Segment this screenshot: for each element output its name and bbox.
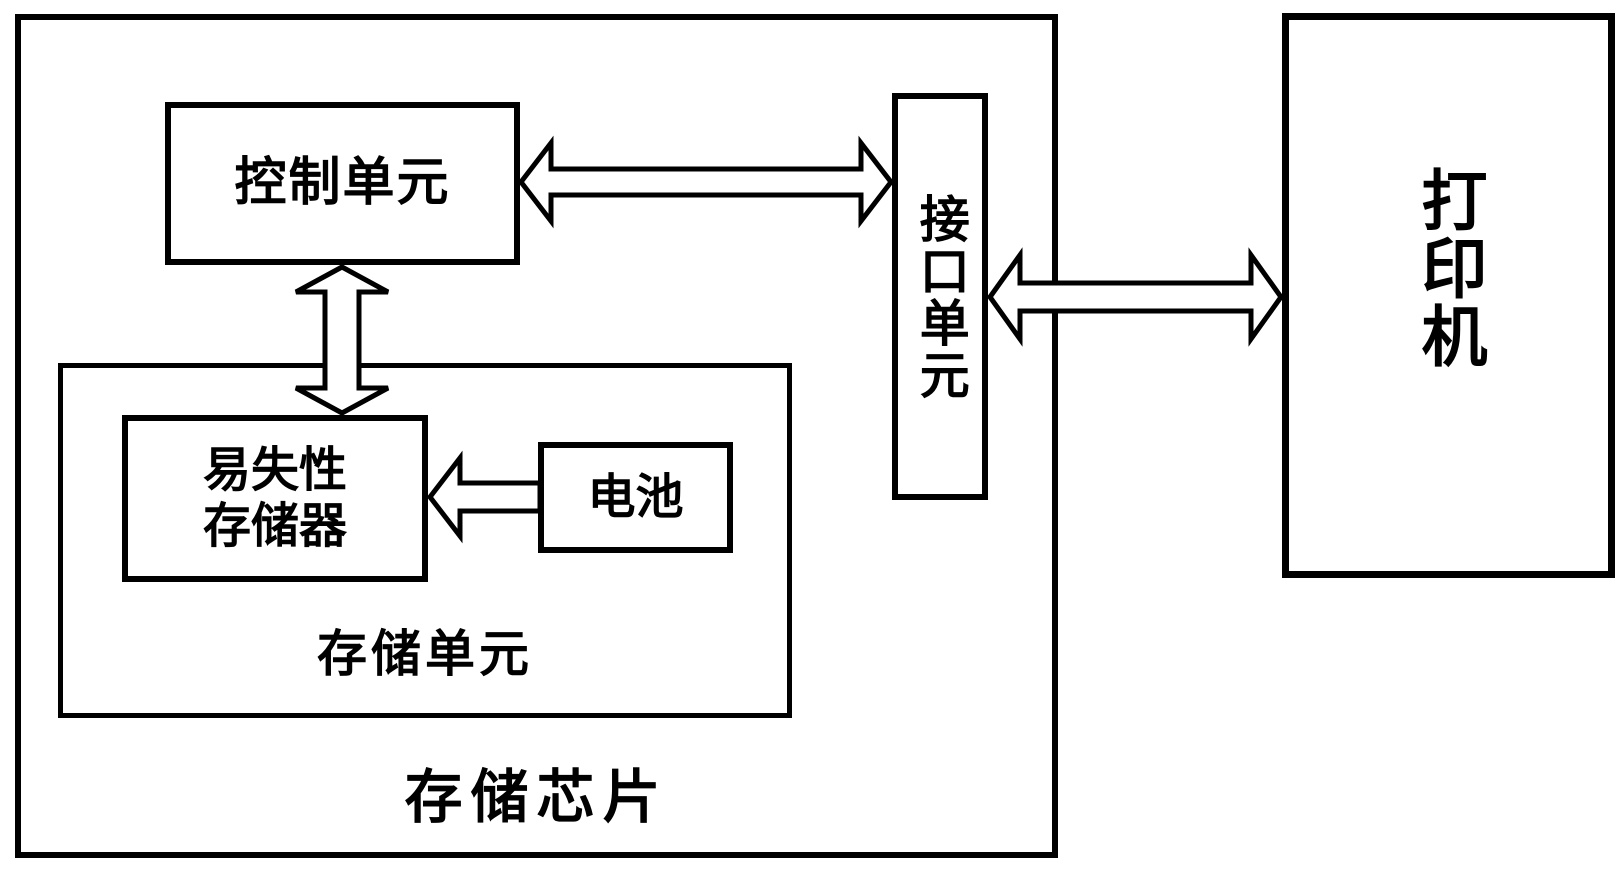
memory-chip-label: 存储芯片 (404, 765, 669, 831)
interface-unit-box: 接口单元 (892, 93, 988, 500)
volatile-memory-label-line2: 存储器 (202, 499, 347, 553)
printer-label: 打印机 (1412, 166, 1487, 370)
volatile-memory-box: 易失性 存储器 (122, 415, 428, 582)
interface-unit-label: 接口单元 (912, 192, 969, 401)
storage-unit-box: 存储单元 (58, 363, 792, 718)
control-unit-label: 控制单元 (234, 153, 451, 212)
memory-chip-box: 存储芯片 (15, 14, 1058, 858)
printer-box: 打印机 (1282, 13, 1615, 578)
volatile-memory-label-line1: 易失性 (202, 443, 347, 497)
control-unit-box: 控制单元 (165, 102, 520, 265)
storage-unit-label: 存储单元 (317, 625, 533, 682)
battery-box: 电池 (538, 442, 733, 553)
battery-label: 电池 (587, 470, 684, 524)
volatile-memory-label: 易失性 存储器 (203, 443, 347, 554)
